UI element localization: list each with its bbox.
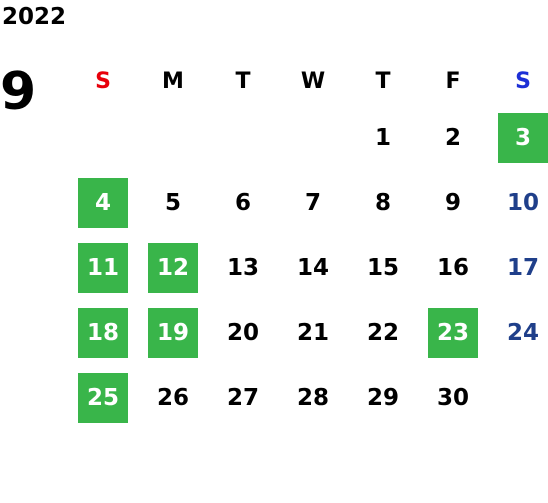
day-number: 9: [444, 189, 461, 216]
day-cell: 30: [418, 365, 488, 430]
day-cell: 24: [488, 300, 548, 365]
day-cell-empty: [208, 105, 278, 170]
day-cell: 4: [68, 170, 138, 235]
year-label: 2022: [2, 4, 67, 30]
day-number-highlighted: 18: [78, 307, 128, 358]
weekday-header-tuesday: T: [235, 68, 251, 94]
day-number-highlighted: 4: [78, 177, 128, 228]
day-cell: 11: [68, 235, 138, 300]
day-cell: 18: [68, 300, 138, 365]
day-cell: 5: [138, 170, 208, 235]
day-number-saturday: 17: [506, 254, 539, 281]
day-cell: 23: [418, 300, 488, 365]
day-cell: 6: [208, 170, 278, 235]
day-cell-empty: [488, 365, 548, 430]
day-cell: 27: [208, 365, 278, 430]
weekday-header-sunday: S: [95, 68, 111, 94]
day-number: 13: [226, 254, 259, 281]
day-number: 20: [226, 319, 259, 346]
weekday-header-monday: M: [162, 68, 184, 94]
day-cell: 26: [138, 365, 208, 430]
day-cell: 28: [278, 365, 348, 430]
day-number: 26: [156, 384, 189, 411]
day-number: 15: [366, 254, 399, 281]
day-number-saturday: 24: [506, 319, 539, 346]
day-number: 7: [304, 189, 321, 216]
weekday-header-wednesday: W: [300, 68, 326, 94]
day-cell: 22: [348, 300, 418, 365]
day-number: 22: [366, 319, 399, 346]
day-number: 6: [234, 189, 251, 216]
day-cell: 14: [278, 235, 348, 300]
day-cell: 25: [68, 365, 138, 430]
day-cell-empty: [278, 105, 348, 170]
calendar-grid: S M T W T F S 1 2 3 4 5 6 7 8 9 10 11 12…: [68, 57, 548, 430]
day-number-highlighted: 3: [498, 112, 548, 163]
day-cell-empty: [138, 105, 208, 170]
day-cell: 15: [348, 235, 418, 300]
day-cell: 7: [278, 170, 348, 235]
day-number: 28: [296, 384, 329, 411]
day-number: 27: [226, 384, 259, 411]
day-cell: 1: [348, 105, 418, 170]
day-number: 29: [366, 384, 399, 411]
day-cell: 20: [208, 300, 278, 365]
weekday-header-thursday: T: [375, 68, 391, 94]
day-cell: 8: [348, 170, 418, 235]
day-number-saturday: 10: [506, 189, 539, 216]
month-label: 9: [0, 62, 37, 122]
day-number: 2: [444, 124, 461, 151]
day-number: 16: [436, 254, 469, 281]
day-number: 5: [164, 189, 181, 216]
weekday-header-friday: F: [445, 68, 461, 94]
day-number-highlighted: 12: [148, 242, 198, 293]
day-cell: 2: [418, 105, 488, 170]
day-cell: 19: [138, 300, 208, 365]
day-number-highlighted: 11: [78, 242, 128, 293]
day-number-highlighted: 25: [78, 372, 128, 423]
day-cell: 3: [488, 105, 548, 170]
day-number-highlighted: 19: [148, 307, 198, 358]
day-cell: 9: [418, 170, 488, 235]
day-number: 14: [296, 254, 329, 281]
day-number: 8: [374, 189, 391, 216]
day-cell: 21: [278, 300, 348, 365]
day-number: 30: [436, 384, 469, 411]
day-cell: 13: [208, 235, 278, 300]
day-cell-empty: [68, 105, 138, 170]
weekday-header-saturday: S: [515, 68, 531, 94]
day-cell: 10: [488, 170, 548, 235]
day-cell: 16: [418, 235, 488, 300]
day-number: 21: [296, 319, 329, 346]
day-number-highlighted: 23: [428, 307, 478, 358]
day-cell: 17: [488, 235, 548, 300]
day-cell: 12: [138, 235, 208, 300]
day-cell: 29: [348, 365, 418, 430]
day-number: 1: [374, 124, 391, 151]
